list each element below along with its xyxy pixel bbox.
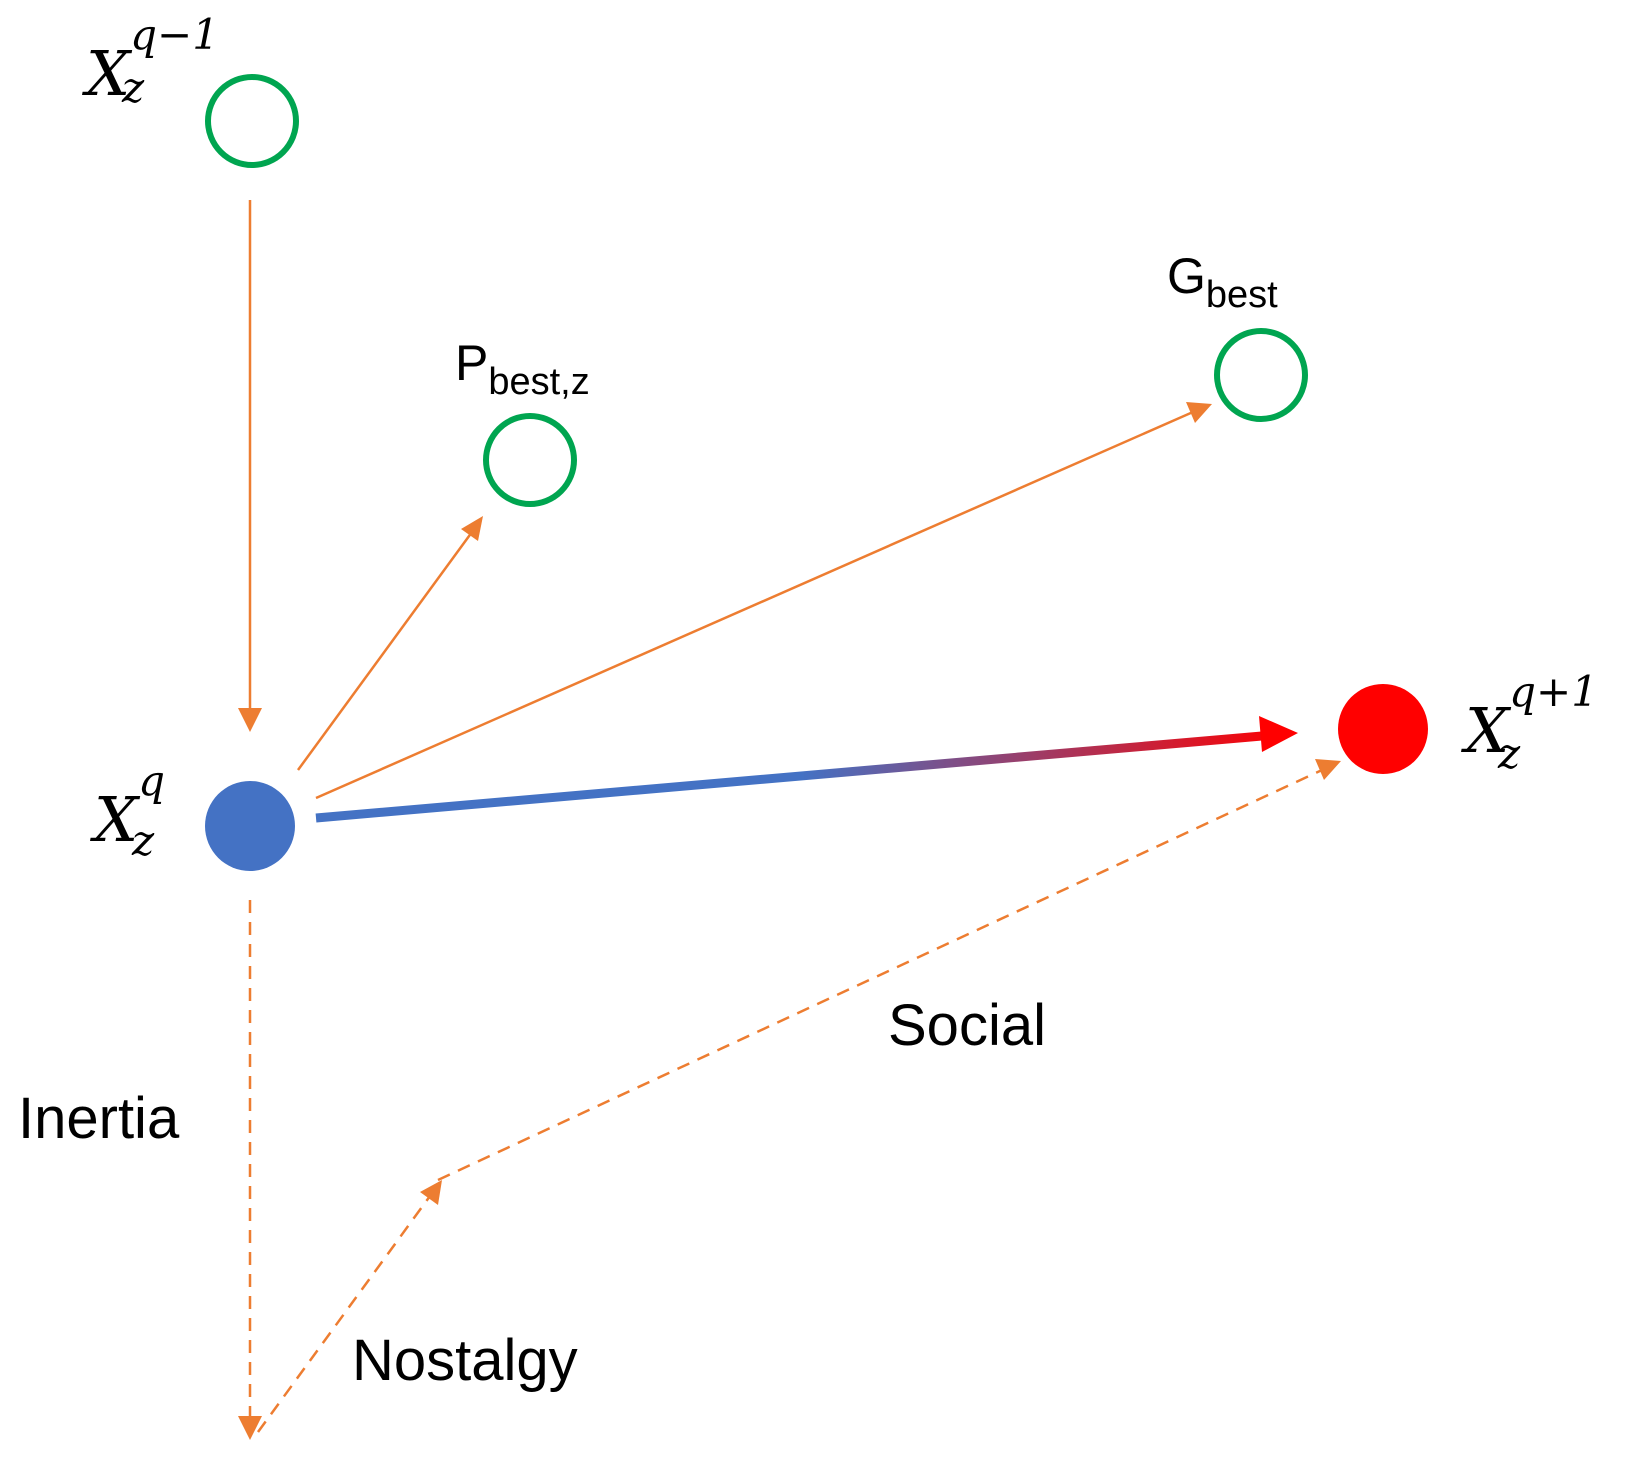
label-next-sup: q+1: [1509, 667, 1598, 716]
label-current-position: Xq: [90, 756, 165, 856]
node-pbest: [483, 413, 577, 507]
arrow-inertia: [238, 900, 262, 1440]
label-current-sub: z: [131, 816, 155, 865]
node-next-position: [1338, 684, 1428, 774]
arrow-current-to-gbest: [315, 402, 1212, 800]
label-prev-position: Xq−1: [82, 10, 219, 110]
label-pbest: Pbest,z: [455, 335, 590, 403]
label-nostalgy: Nostalgy: [352, 1328, 578, 1393]
arrow-current-to-next: [315, 716, 1298, 823]
label-gbest-sub: best: [1206, 274, 1278, 316]
node-current-position: [205, 781, 295, 871]
label-prev-base: X: [82, 37, 133, 110]
label-next-base: X: [1461, 694, 1512, 767]
label-next-sub: z: [1497, 729, 1521, 778]
node-gbest: [1214, 328, 1308, 422]
label-social: Social: [888, 993, 1046, 1058]
arrow-current-to-pbest: [296, 516, 483, 771]
arrow-prev-to-current: [238, 200, 262, 732]
label-pbest-base: P: [455, 335, 488, 391]
label-current-base: X: [90, 783, 141, 856]
label-prev-sub: z: [121, 63, 145, 112]
node-prev-position: [205, 74, 299, 168]
arrow-nostalgy: [256, 1180, 442, 1433]
label-prev-sup: q−1: [130, 10, 219, 59]
arrow-social: [437, 759, 1341, 1182]
label-inertia: Inertia: [18, 1086, 180, 1151]
label-gbest: Gbest: [1167, 248, 1278, 316]
label-next-position: Xq+1: [1461, 667, 1598, 767]
label-current-sup: q: [138, 756, 165, 805]
label-pbest-sub: best,z: [488, 361, 589, 403]
label-gbest-base: G: [1167, 248, 1206, 304]
